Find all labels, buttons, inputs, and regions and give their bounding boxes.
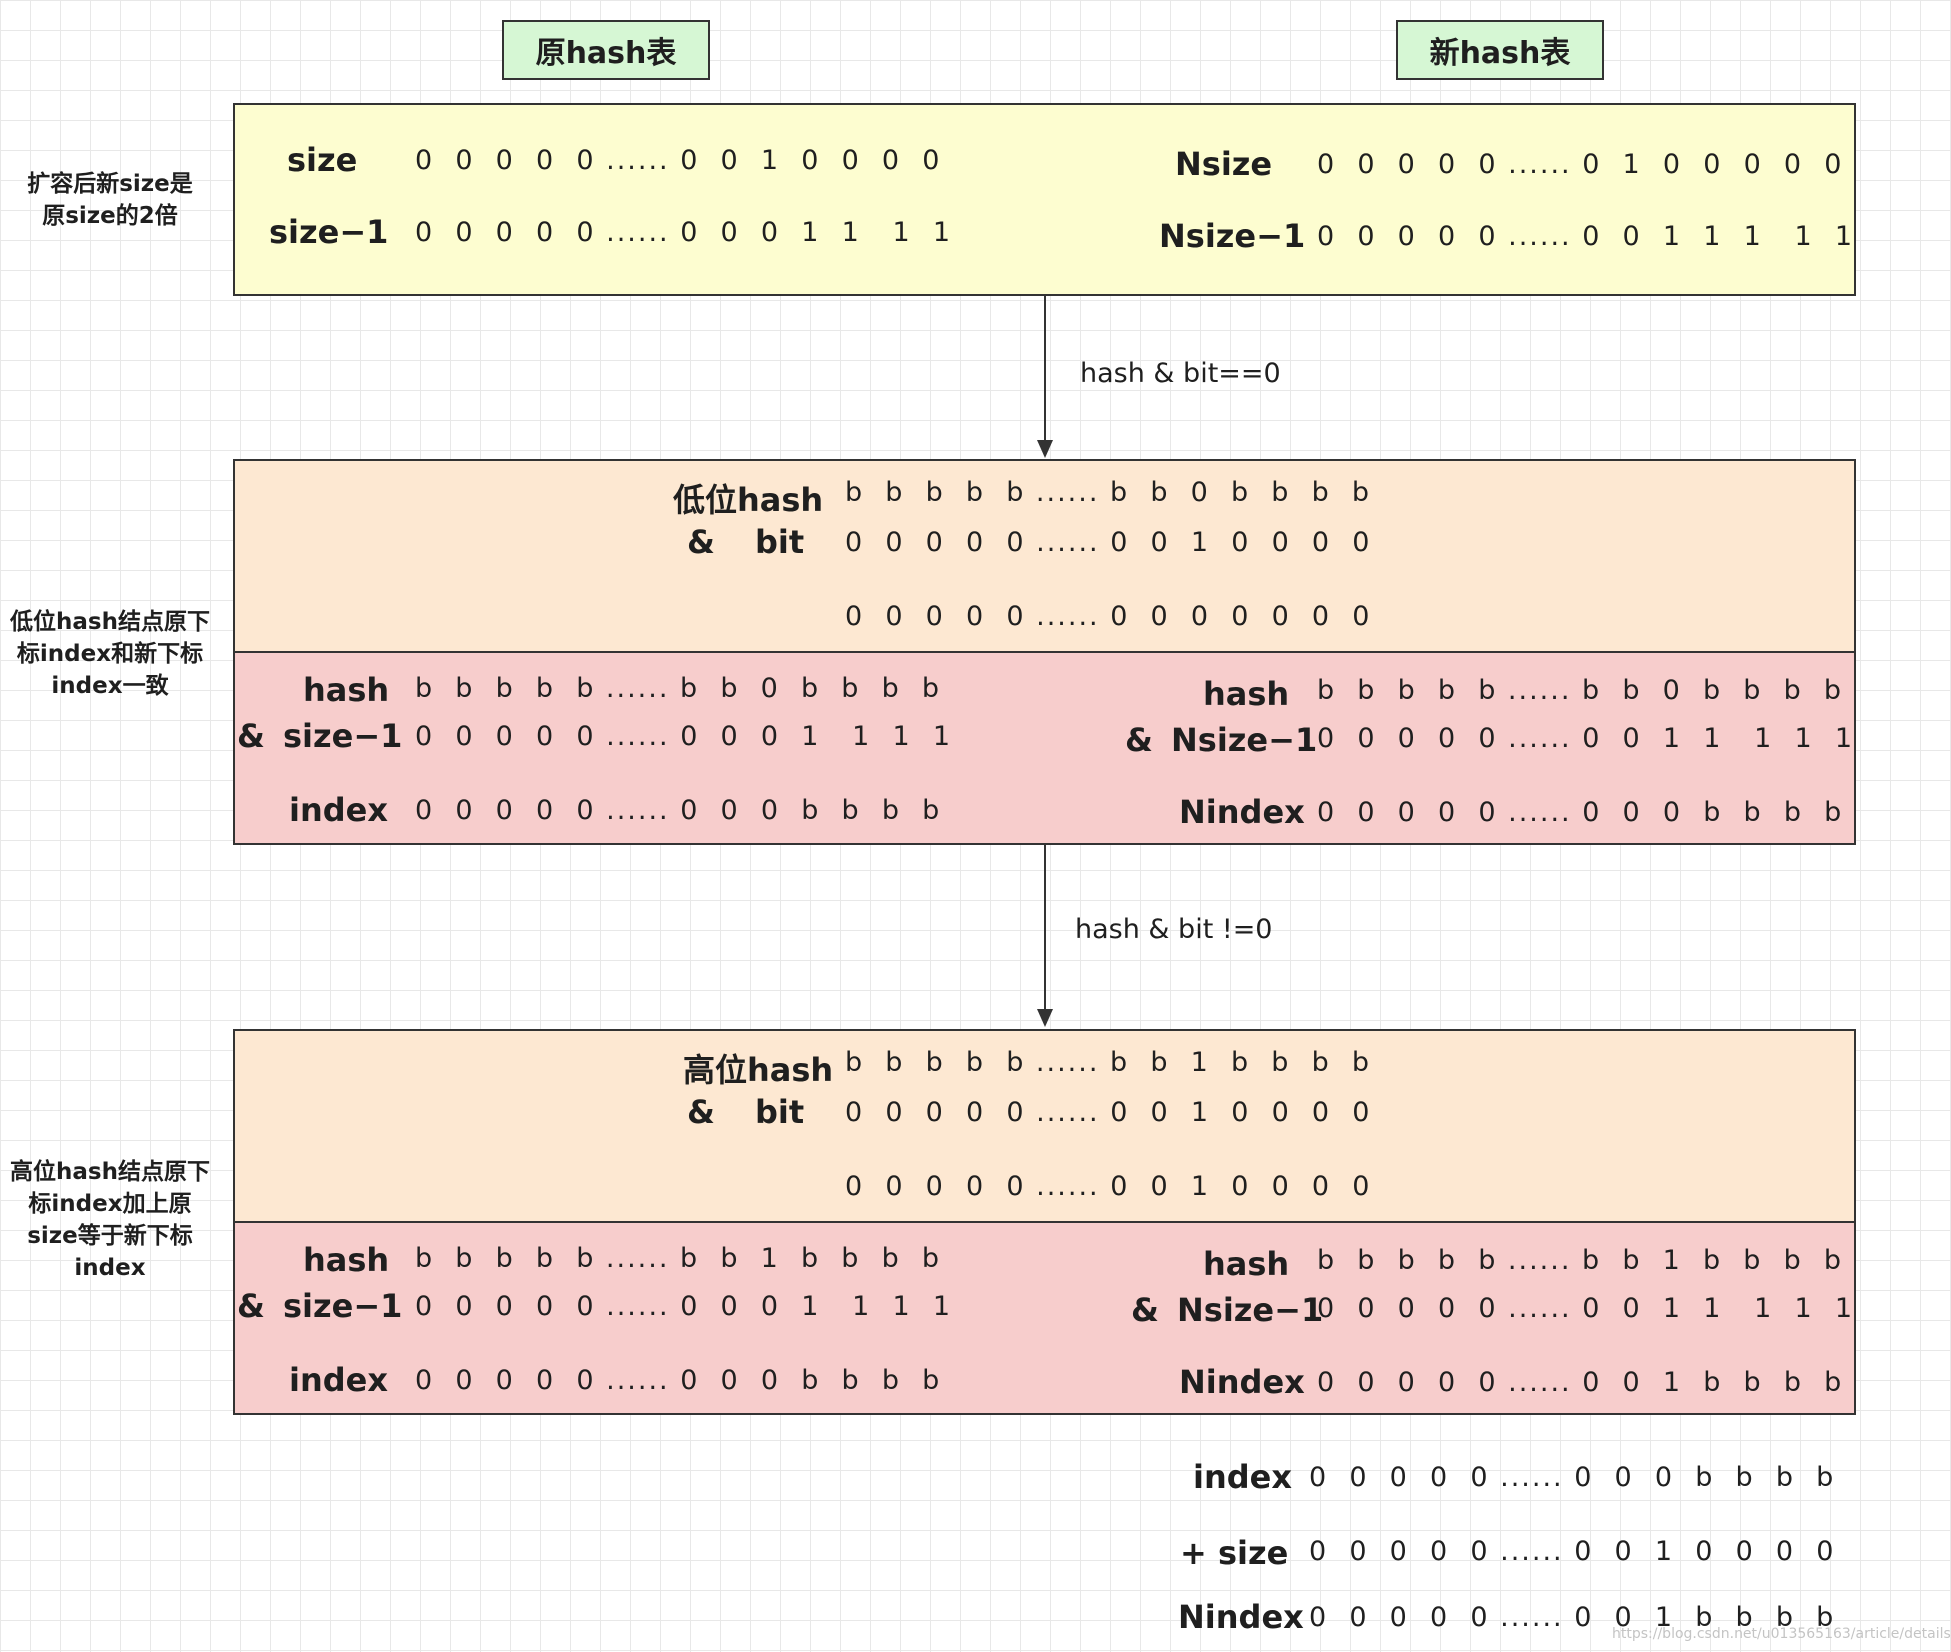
watermark: https://blog.csdn.net/u013565163/article… bbox=[1612, 1626, 1951, 1642]
low-condition-arrow bbox=[1044, 296, 1046, 442]
low-old-index-label: index bbox=[289, 791, 388, 829]
sum-nindex-bits: 0 0 0 0 0 ...... 0 0 1 b b b b bbox=[1309, 1602, 1836, 1633]
high-old-amp-label: & bbox=[237, 1287, 265, 1325]
low-condition-label: hash & bit==0 bbox=[1080, 358, 1281, 389]
low-hash-bits: b b b b b ...... b b 0 b b b b bbox=[845, 477, 1372, 508]
high-bit-bits: 0 0 0 0 0 ...... 0 0 1 0 0 0 0 bbox=[845, 1097, 1372, 1128]
low-old-index-bits: 0 0 0 0 0 ...... 0 0 0 b b b b bbox=[415, 795, 942, 826]
high-old-hash-label: hash bbox=[303, 1241, 390, 1279]
high-hash-bits: b b b b b ...... b b 1 b b b b bbox=[845, 1047, 1372, 1078]
size-minus-one-bits: 0 0 0 0 0 ...... 0 0 0 1 1 1 1 bbox=[415, 217, 953, 248]
low-hash-note: 低位hash结点原下标index和新下标index一致 bbox=[10, 609, 210, 699]
high-result-bits: 0 0 0 0 0 ...... 0 0 1 0 0 0 0 bbox=[845, 1171, 1372, 1202]
high-bit-panel: 高位hash b b b b b ...... b b 1 b b b b & … bbox=[233, 1029, 1856, 1223]
nsize-label: Nsize bbox=[1175, 145, 1273, 183]
new-table-header: 新hash表 bbox=[1396, 20, 1604, 80]
sum-size-label: + size bbox=[1180, 1534, 1289, 1572]
high-new-mask-bits: 0 0 0 0 0 ...... 0 0 1 1 1 1 1 bbox=[1317, 1293, 1855, 1324]
low-amp-label: & bbox=[687, 523, 715, 561]
low-new-index-label: Nindex bbox=[1179, 793, 1305, 831]
high-new-index-bits: 0 0 0 0 0 ...... 0 0 1 b b b b bbox=[1317, 1367, 1844, 1398]
high-hash-label: 高位hash bbox=[683, 1051, 834, 1089]
low-old-mask-bits: 0 0 0 0 0 ...... 0 0 0 1 1 1 1 bbox=[415, 721, 953, 752]
sum-index-label: index bbox=[1193, 1458, 1292, 1496]
low-new-hash-bits: b b b b b ...... b b 0 b b b b bbox=[1317, 675, 1844, 706]
low-bit-bits: 0 0 0 0 0 ...... 0 0 1 0 0 0 0 bbox=[845, 527, 1372, 558]
high-new-hash-label: hash bbox=[1203, 1245, 1290, 1283]
high-condition-arrow-head bbox=[1037, 1009, 1053, 1027]
high-new-amp-label: & bbox=[1131, 1291, 1159, 1329]
nsize-minus-one-label: Nsize−1 bbox=[1159, 217, 1306, 255]
high-index-panel: hash b b b b b ...... b b 1 b b b b & si… bbox=[233, 1221, 1856, 1415]
low-condition-arrow-head bbox=[1037, 440, 1053, 458]
high-new-mask-label: Nsize−1 bbox=[1177, 1291, 1324, 1329]
high-amp-label: & bbox=[687, 1093, 715, 1131]
low-old-amp-label: & bbox=[237, 717, 265, 755]
low-bit-label: bit bbox=[755, 523, 805, 561]
high-hash-note: 高位hash结点原下标index加上原size等于新下标index bbox=[10, 1159, 210, 1281]
high-bit-label: bit bbox=[755, 1093, 805, 1131]
old-table-header: 原hash表 bbox=[502, 20, 710, 80]
low-result-bits: 0 0 0 0 0 ...... 0 0 0 0 0 0 0 bbox=[845, 601, 1372, 632]
sum-size-bits: 0 0 0 0 0 ...... 0 0 1 0 0 0 0 bbox=[1309, 1536, 1836, 1567]
high-condition-label: hash & bit !=0 bbox=[1075, 914, 1273, 945]
size-minus-one-label: size−1 bbox=[269, 213, 389, 251]
low-bit-panel: 低位hash b b b b b ...... b b 0 b b b b & … bbox=[233, 459, 1856, 653]
sum-nindex-label: Nindex bbox=[1178, 1598, 1304, 1636]
low-new-hash-label: hash bbox=[1203, 675, 1290, 713]
high-old-mask-bits: 0 0 0 0 0 ...... 0 0 0 1 1 1 1 bbox=[415, 1291, 953, 1322]
low-new-amp-label: & bbox=[1125, 721, 1153, 759]
high-new-hash-bits: b b b b b ...... b b 1 b b b b bbox=[1317, 1245, 1844, 1276]
low-old-hash-bits: b b b b b ...... b b 0 b b b b bbox=[415, 673, 942, 704]
sum-index-bits: 0 0 0 0 0 ...... 0 0 0 b b b b bbox=[1309, 1462, 1836, 1493]
low-old-hash-label: hash bbox=[303, 671, 390, 709]
high-condition-arrow bbox=[1044, 845, 1046, 1011]
high-old-index-bits: 0 0 0 0 0 ...... 0 0 0 b b b b bbox=[415, 1365, 942, 1396]
low-new-mask-label: Nsize−1 bbox=[1171, 721, 1318, 759]
nsize-bits: 0 0 0 0 0 ...... 0 1 0 0 0 0 0 bbox=[1317, 149, 1844, 180]
size-bits: 0 0 0 0 0 ...... 0 0 1 0 0 0 0 bbox=[415, 145, 942, 176]
resize-note: 扩容后新size是原size的2倍 bbox=[27, 171, 193, 229]
low-old-mask-label: size−1 bbox=[283, 717, 403, 755]
high-new-index-label: Nindex bbox=[1179, 1363, 1305, 1401]
size-label: size bbox=[287, 141, 358, 179]
high-old-hash-bits: b b b b b ...... b b 1 b b b b bbox=[415, 1243, 942, 1274]
low-new-index-bits: 0 0 0 0 0 ...... 0 0 0 b b b b bbox=[1317, 797, 1844, 828]
high-old-index-label: index bbox=[289, 1361, 388, 1399]
nsize-minus-one-bits: 0 0 0 0 0 ...... 0 0 1 1 1 1 1 bbox=[1317, 221, 1855, 252]
high-old-mask-label: size−1 bbox=[283, 1287, 403, 1325]
low-hash-label: 低位hash bbox=[673, 481, 824, 519]
size-panel: size 0 0 0 0 0 ...... 0 0 1 0 0 0 0 size… bbox=[233, 103, 1856, 296]
low-new-mask-bits: 0 0 0 0 0 ...... 0 0 1 1 1 1 1 bbox=[1317, 723, 1855, 754]
low-index-panel: hash b b b b b ...... b b 0 b b b b & si… bbox=[233, 651, 1856, 845]
